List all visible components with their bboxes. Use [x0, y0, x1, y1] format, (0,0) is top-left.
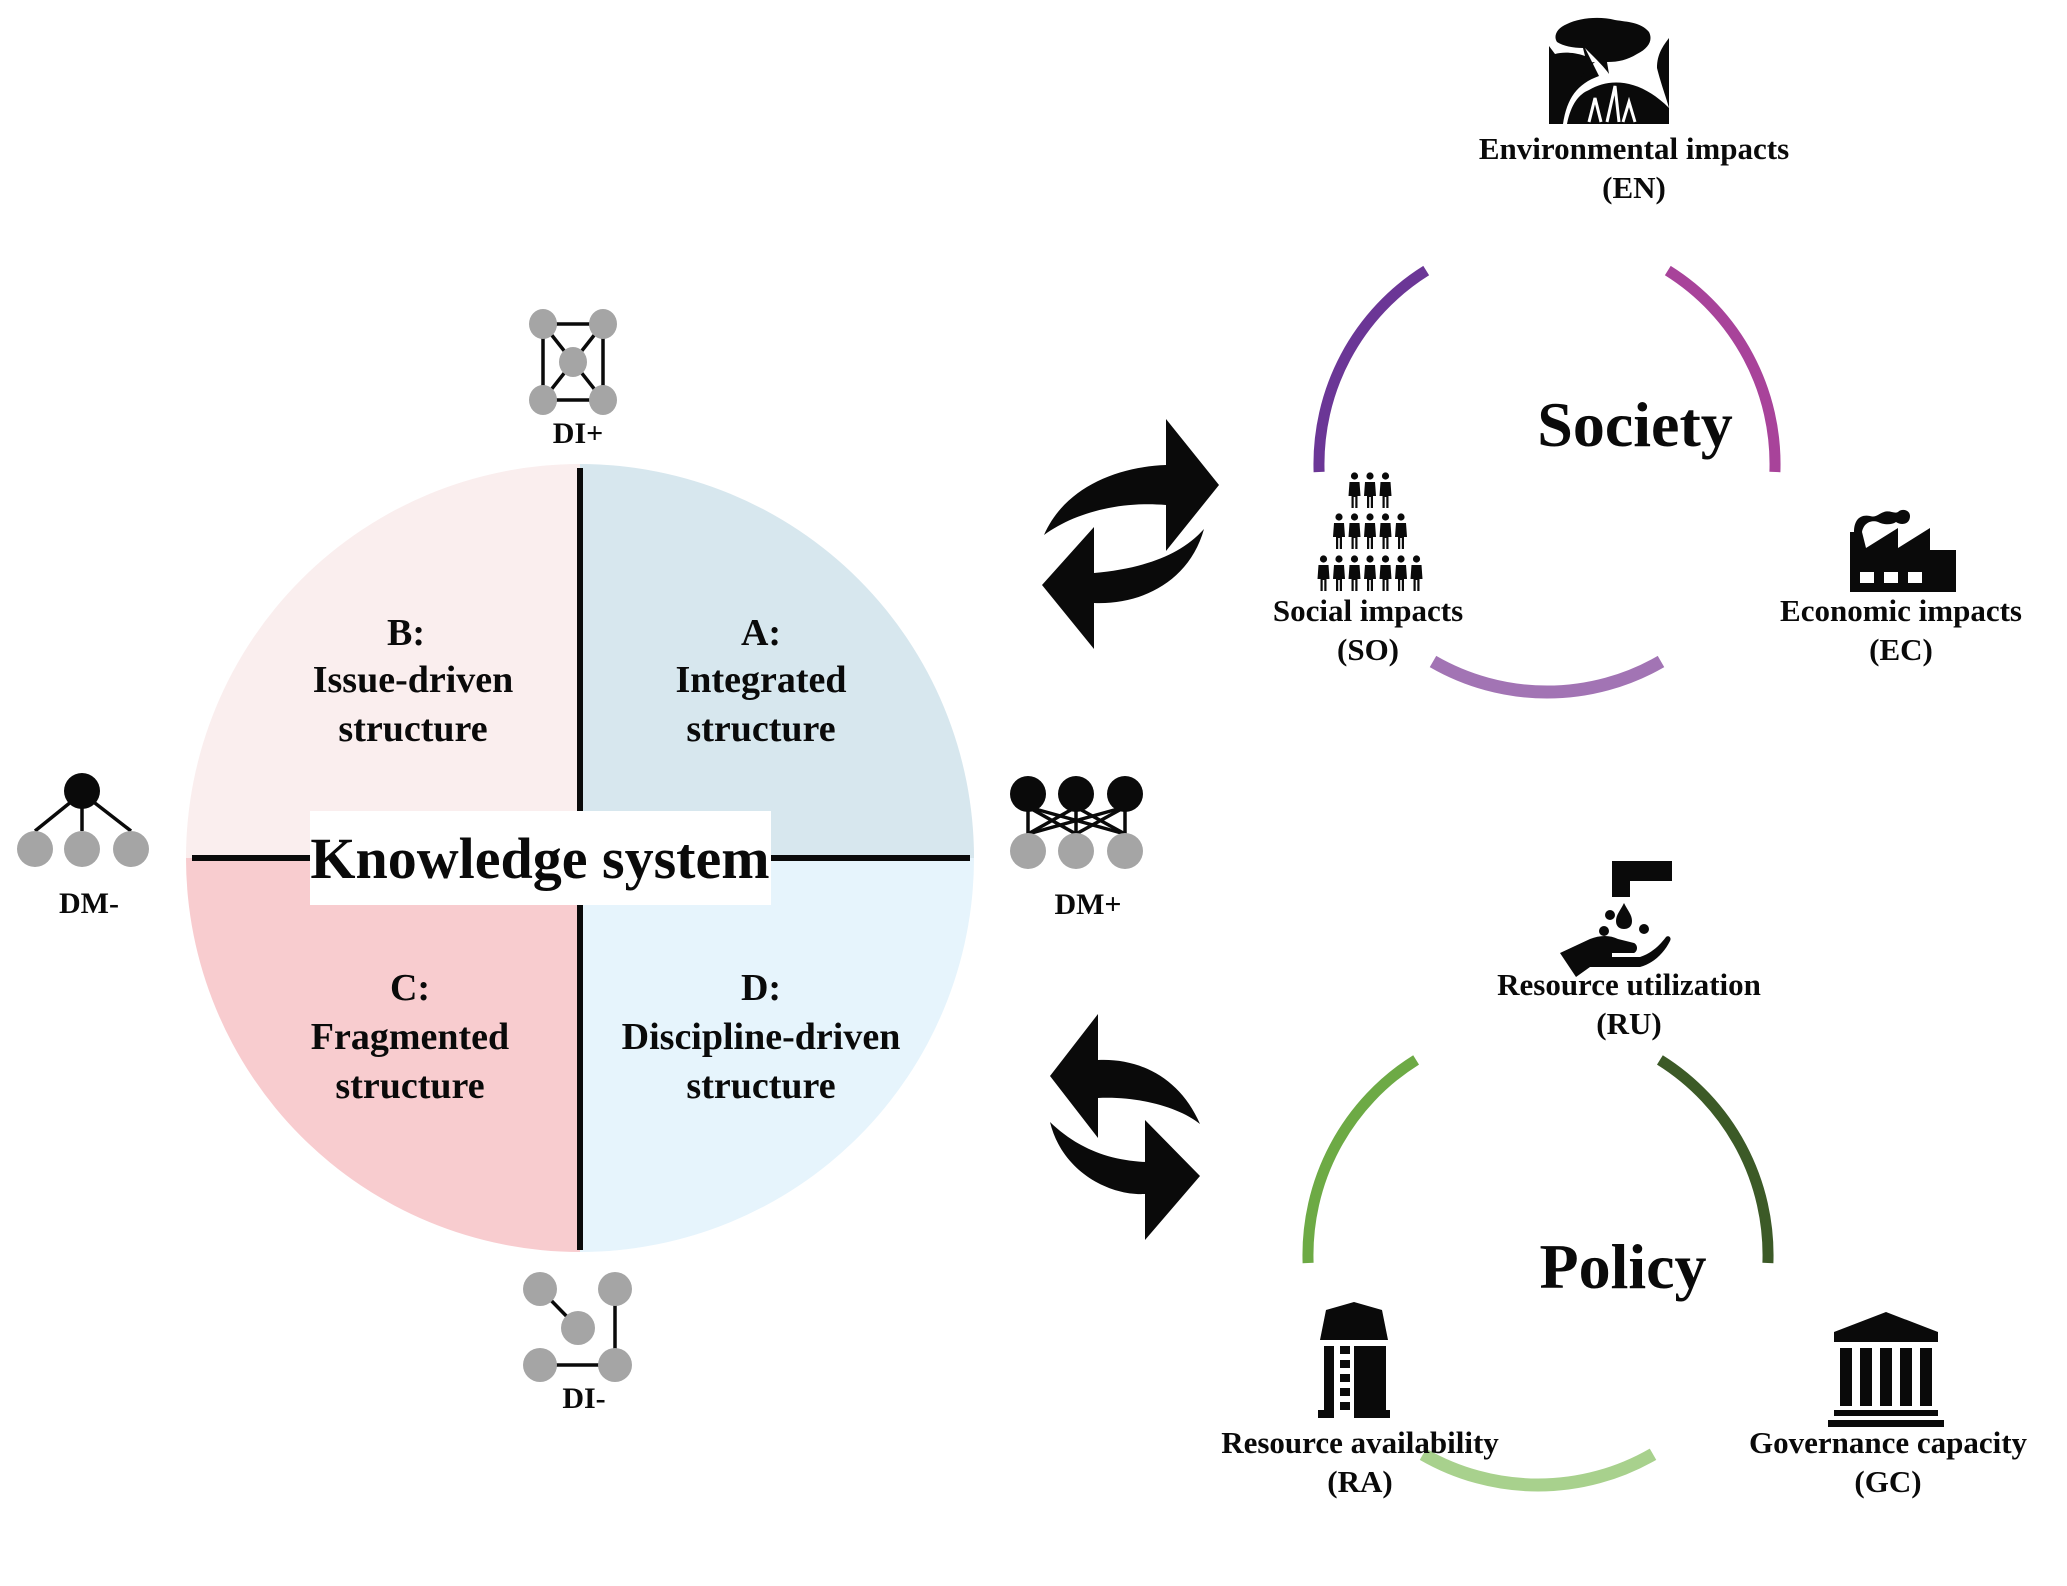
person-body — [1379, 482, 1392, 508]
person-head — [1366, 555, 1374, 563]
person-body — [1364, 565, 1376, 591]
resource-utilization-code: (RU) — [1596, 1006, 1661, 1041]
quadrant-d-letter: D: — [741, 967, 781, 1009]
knowledge-system-title-box — [310, 811, 771, 905]
policy-title: Policy — [1539, 1231, 1706, 1302]
social-impacts-label: Social impacts — [1273, 593, 1463, 628]
quadrant-a-line1: Integrated — [676, 659, 847, 701]
person-head — [1412, 555, 1421, 563]
person-body — [1379, 565, 1392, 591]
person-body — [1395, 523, 1407, 549]
quadrant-c-line1: Fragmented — [311, 1016, 509, 1058]
quadrant-b-line2: structure — [338, 708, 487, 750]
hand-water-tap-icon — [1560, 861, 1672, 977]
society-arc-bottom — [1429, 655, 1665, 699]
society-arc-right — [1664, 265, 1781, 473]
dm-plus-label: DM+ — [1054, 888, 1121, 921]
policy-arc-right — [1656, 1055, 1774, 1264]
person-body — [1395, 565, 1407, 591]
quadrant-a-line2: structure — [686, 708, 835, 750]
silo-icon — [1318, 1302, 1390, 1418]
person-head — [1366, 513, 1374, 521]
person-body — [1348, 565, 1361, 591]
quadrant-a — [580, 464, 974, 858]
person-body — [1333, 565, 1345, 591]
resource-utilization-label: Resource utilization — [1497, 967, 1761, 1002]
economic-impacts-label: Economic impacts — [1780, 593, 2022, 628]
person-body — [1410, 565, 1423, 591]
person-body — [1333, 523, 1345, 549]
di-minus-label: DI- — [562, 1382, 605, 1415]
quadrant-d — [580, 858, 974, 1252]
dm-plus-network-icon — [1010, 776, 1143, 869]
environmental-impacts-label: Environmental impacts — [1479, 131, 1789, 166]
forest-icon — [1549, 17, 1669, 125]
people-pyramid-icon — [1317, 472, 1423, 591]
di-minus-network-icon — [523, 1272, 632, 1382]
person-body — [1364, 523, 1376, 549]
society-ring: Society — [1313, 265, 1781, 699]
person-head — [1335, 555, 1343, 563]
governance-capacity-label: Governance capacity — [1749, 1425, 2028, 1460]
policy-ring: Policy — [1302, 1055, 1774, 1492]
person-body — [1364, 482, 1376, 508]
economic-impacts-code: (EC) — [1869, 632, 1933, 667]
dm-minus-label: DM- — [59, 887, 119, 920]
exchange-arrows-icon — [1050, 1014, 1200, 1240]
quadrant-d-line1: Discipline-driven — [622, 1016, 901, 1058]
policy-arc-left — [1302, 1055, 1420, 1264]
person-body — [1348, 523, 1361, 549]
di-plus-network-icon — [529, 309, 617, 415]
knowledge-system: B: Issue-driven structure A: Integrated … — [186, 464, 974, 1252]
di-plus-label: DI+ — [553, 417, 603, 450]
person-head — [1381, 555, 1390, 563]
quadrant-b-line1: Issue-driven — [313, 659, 514, 701]
dm-minus-hierarchy-icon — [17, 773, 149, 867]
quadrant-c — [186, 858, 580, 1252]
resource-availability-label: Resource availability — [1221, 1425, 1499, 1460]
person-body — [1379, 523, 1392, 549]
governance-capacity-code: (GC) — [1854, 1464, 1921, 1499]
government-building-icon — [1828, 1312, 1944, 1427]
person-head — [1350, 513, 1359, 521]
person-head — [1319, 555, 1328, 563]
person-head — [1397, 555, 1405, 563]
quadrant-d-line2: structure — [686, 1065, 835, 1107]
person-head — [1350, 472, 1359, 480]
environmental-impacts-code: (EN) — [1602, 170, 1666, 205]
policy-arc-bottom — [1419, 1448, 1657, 1492]
person-head — [1381, 472, 1390, 480]
person-head — [1397, 513, 1405, 521]
person-body — [1348, 482, 1361, 508]
quadrant-b-letter: B: — [387, 612, 425, 654]
person-head — [1381, 513, 1390, 521]
social-impacts-code: (SO) — [1337, 632, 1399, 667]
quadrant-c-letter: C: — [390, 967, 430, 1009]
resource-availability-code: (RA) — [1327, 1464, 1392, 1499]
exchange-arrows-icon — [1042, 419, 1219, 649]
society-arc-left — [1313, 265, 1430, 473]
knowledge-system-title: Knowledge system — [310, 826, 769, 891]
person-body — [1317, 565, 1330, 591]
quadrant-b — [186, 464, 580, 858]
quadrant-a-letter: A: — [741, 612, 781, 654]
person-head — [1366, 472, 1374, 480]
person-head — [1350, 555, 1359, 563]
factory-icon — [1850, 509, 1956, 592]
society-title: Society — [1537, 389, 1733, 460]
person-head — [1335, 513, 1343, 521]
quadrant-c-line2: structure — [335, 1065, 484, 1107]
